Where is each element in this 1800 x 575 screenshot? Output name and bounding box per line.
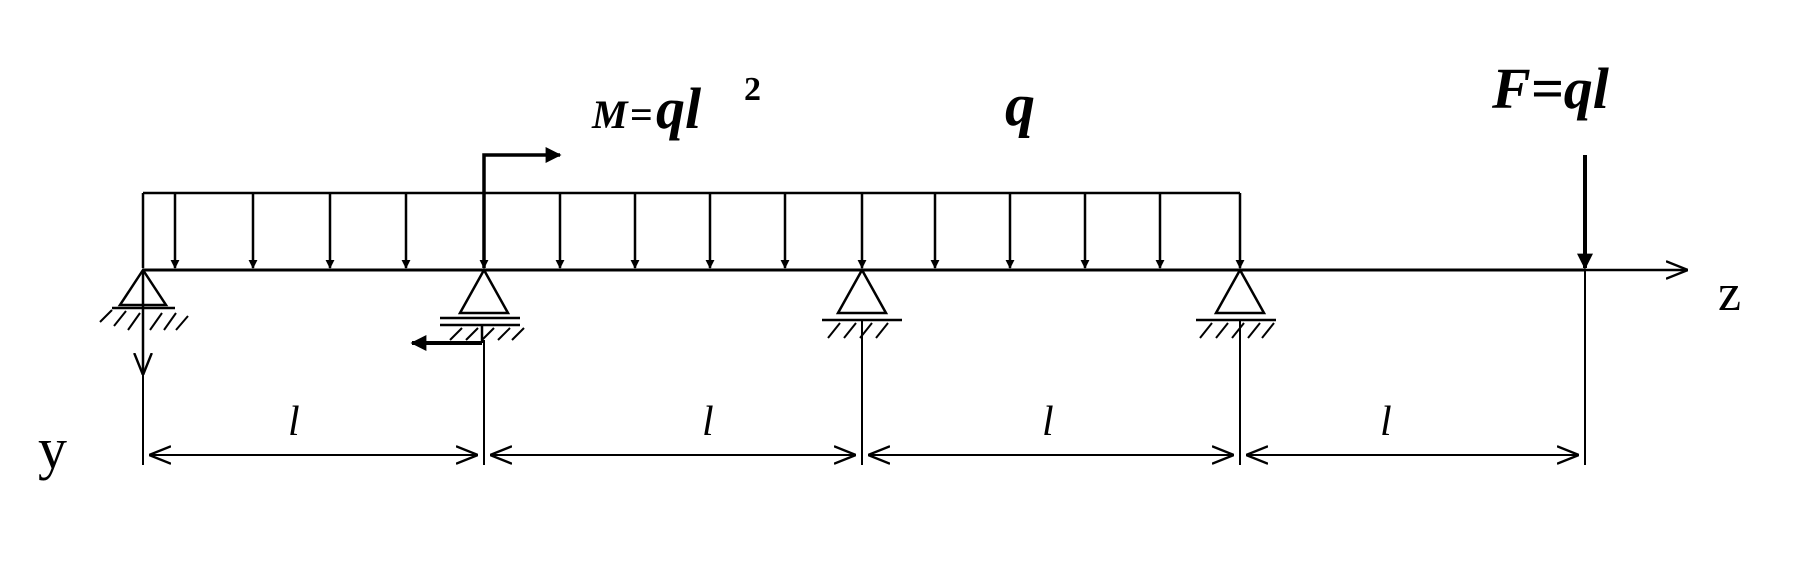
force-label: F=ql	[1491, 56, 1610, 121]
support-pin-left	[99, 267, 189, 331]
support-roller-3	[1196, 267, 1276, 339]
reaction-arrow	[410, 325, 484, 351]
moment-label-exponent: 2	[744, 71, 761, 108]
support-roller-1	[440, 267, 525, 341]
y-axis-label: y	[38, 416, 67, 481]
distributed-load-label: q	[1005, 72, 1035, 138]
span-label-3: l	[1042, 399, 1054, 445]
moment-arrow	[482, 147, 562, 268]
distributed-load	[141, 191, 1245, 269]
moment-label-ql: ql	[656, 76, 702, 141]
span-label-2: l	[702, 399, 714, 445]
moment-label-m: M	[591, 92, 629, 137]
span-label-1: l	[288, 399, 300, 445]
z-axis-label: z	[1718, 265, 1741, 322]
moment-label-eq: =	[630, 92, 653, 137]
span-label-4: l	[1380, 399, 1392, 445]
dimension-extension-lines	[142, 270, 1586, 465]
